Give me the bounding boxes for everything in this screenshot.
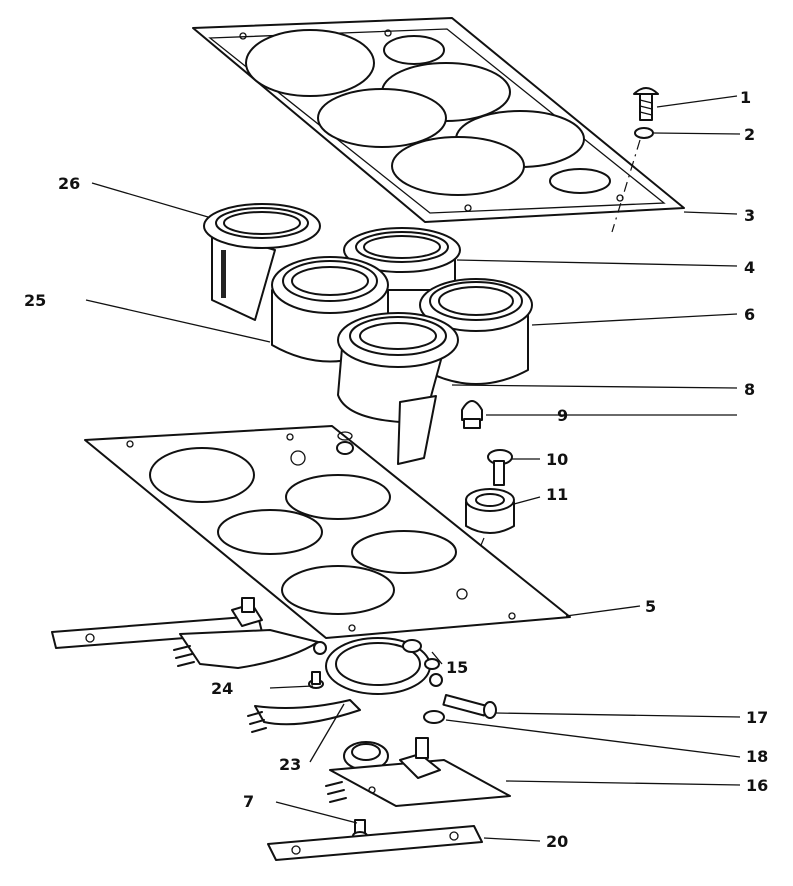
knob bbox=[487, 449, 513, 486]
callout-5: 5 bbox=[645, 597, 656, 616]
callout-10: 10 bbox=[546, 450, 568, 469]
callout-15: 15 bbox=[446, 658, 468, 677]
gauge-ring-clamp bbox=[313, 637, 443, 695]
callout-24: 24 bbox=[211, 679, 233, 698]
small-bracket bbox=[402, 639, 440, 670]
clamp-upper bbox=[173, 629, 319, 669]
gauge-26 bbox=[203, 203, 321, 321]
callout-9: 9 bbox=[557, 406, 568, 425]
lock-washer bbox=[634, 127, 654, 139]
mounting-strap-lower bbox=[267, 825, 483, 861]
screw bbox=[633, 87, 659, 121]
callout-labels: 1 2 3 4 5 6 7 8 9 10 11 15 16 17 18 20 2… bbox=[24, 88, 768, 851]
nut-18 bbox=[423, 710, 445, 724]
mounting-strap-upper bbox=[51, 597, 263, 649]
gauge-8 bbox=[337, 312, 459, 465]
callout-7: 7 bbox=[243, 792, 254, 811]
clamp-lower bbox=[247, 699, 361, 733]
lamp-socket bbox=[465, 488, 515, 534]
bezel-plate bbox=[192, 17, 685, 223]
callout-26: 26 bbox=[58, 174, 80, 193]
callout-18: 18 bbox=[746, 747, 768, 766]
callout-16: 16 bbox=[746, 776, 768, 795]
callout-20: 20 bbox=[546, 832, 568, 851]
callout-3: 3 bbox=[744, 206, 755, 225]
callout-17: 17 bbox=[746, 708, 768, 727]
callout-2: 2 bbox=[744, 125, 755, 144]
bolt-17 bbox=[442, 693, 497, 719]
base-plate bbox=[325, 737, 511, 807]
mounting-plate bbox=[84, 425, 571, 639]
centerline bbox=[611, 139, 641, 233]
callout-23: 23 bbox=[279, 755, 301, 774]
callout-11: 11 bbox=[546, 485, 568, 504]
callout-4: 4 bbox=[744, 258, 755, 277]
callout-6: 6 bbox=[744, 305, 755, 324]
callout-25: 25 bbox=[24, 291, 46, 310]
lamp-bulb bbox=[461, 400, 483, 429]
callout-8: 8 bbox=[744, 380, 755, 399]
callout-1: 1 bbox=[740, 88, 751, 107]
leader-lines bbox=[85, 95, 741, 842]
